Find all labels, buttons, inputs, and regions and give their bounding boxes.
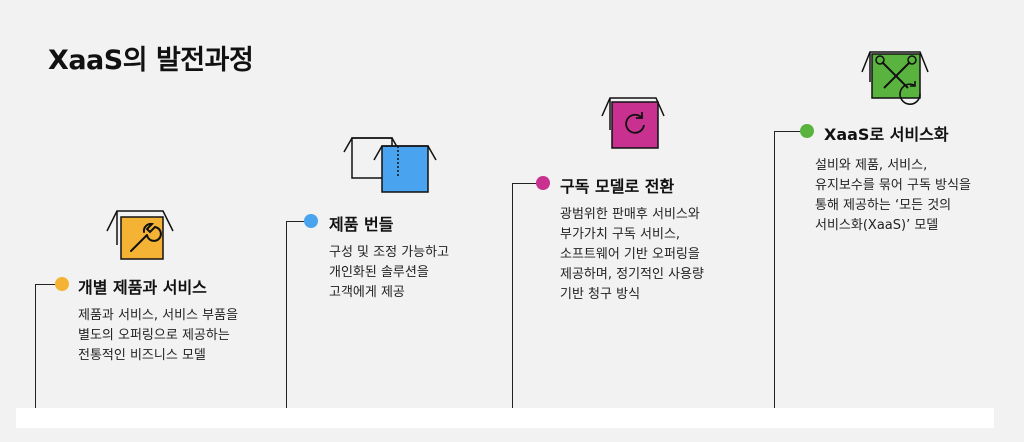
desc-line: 광범위한 판매후 서비스와 <box>560 207 700 222</box>
desc-line: 개인화된 솔루션을 <box>329 265 429 280</box>
timeline-vertical-line <box>286 221 287 408</box>
stage-heading: 구독 모델로 전환 <box>560 177 675 196</box>
stage-dot <box>800 124 814 138</box>
timeline-vertical-line <box>774 131 775 408</box>
stage-description: 광범위한 판매후 서비스와 부가가치 구독 서비스, 소프트웨어 기반 오퍼링을… <box>560 205 704 305</box>
stage-description: 구성 및 조정 가능하고 개인화된 솔루션을 고객에게 제공 <box>329 243 449 303</box>
desc-line: 서비스화(XaaS)’ 모델 <box>815 218 939 233</box>
desc-line: 제품과 서비스, 서비스 부품을 <box>78 308 239 323</box>
refresh-icon <box>598 94 668 150</box>
stage-dot <box>304 214 318 228</box>
desc-line: 부가가치 구독 서비스, <box>560 227 681 242</box>
desc-line: 제공하며, 정기적인 사용량 <box>560 267 704 282</box>
stage-dot <box>55 277 69 291</box>
desc-line: 전통적인 비즈니스 모델 <box>78 348 206 363</box>
page-title: XaaS의 발전과정 <box>48 45 254 76</box>
stage-heading: XaaS로 서비스화 <box>824 125 949 144</box>
desc-line: 소프트웨어 기반 오퍼링을 <box>560 247 700 262</box>
timeline-connector <box>774 131 802 132</box>
stage-heading: 개별 제품과 서비스 <box>78 278 207 297</box>
timeline-vertical-line <box>512 183 513 408</box>
desc-line: 통해 제공하는 ‘모든 것의 <box>815 198 952 213</box>
timeline-connector <box>512 183 538 184</box>
desc-line: 유지보수를 묶어 구독 방식을 <box>815 178 971 193</box>
stacked-boxes-icon <box>343 132 437 194</box>
bottom-strip <box>16 408 994 428</box>
desc-line: 고객에게 제공 <box>329 285 405 300</box>
desc-line: 기반 청구 방식 <box>560 287 641 302</box>
desc-line: 별도의 오퍼링으로 제공하는 <box>78 328 230 343</box>
stage-description: 제품과 서비스, 서비스 부품을 별도의 오퍼링으로 제공하는 전통적인 비즈니… <box>78 306 238 366</box>
stage-dot <box>536 176 550 190</box>
stage-heading: 제품 번들 <box>329 215 394 234</box>
timeline-connector <box>286 221 306 222</box>
desc-line: 설비와 제품, 서비스, <box>815 158 928 173</box>
stage-description: 설비와 제품, 서비스, 유지보수를 묶어 구독 방식을 통해 제공하는 ‘모든… <box>815 156 971 236</box>
timeline-vertical-line <box>35 284 36 408</box>
timeline-connector <box>35 284 57 285</box>
desc-line: 구성 및 조정 가능하고 <box>329 245 450 260</box>
wrench-icon <box>103 205 175 263</box>
tools-cycle-icon <box>858 50 934 110</box>
